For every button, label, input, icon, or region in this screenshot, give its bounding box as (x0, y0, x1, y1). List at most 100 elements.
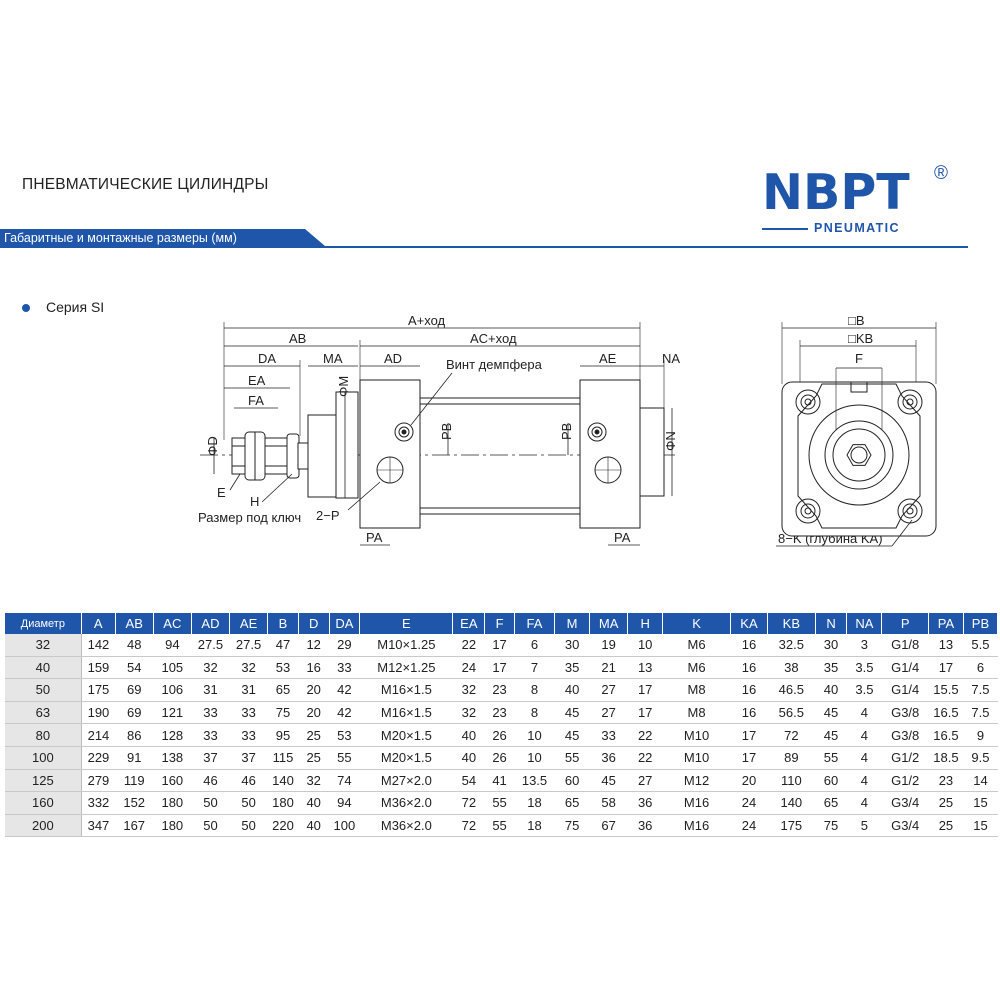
table-cell: 121 (153, 701, 192, 725)
table-cell: 86 (115, 723, 154, 747)
series-label: Серия SI (46, 299, 105, 315)
brand-subtitle: PNEUMATIC (814, 221, 900, 235)
table-cell: 17 (928, 656, 964, 680)
diameter-cell: 160 (5, 791, 82, 815)
table-cell: 17 (730, 723, 768, 747)
table-cell: 3.5 (846, 678, 882, 702)
table-cell: 10 (514, 723, 555, 747)
diameter-cell: 50 (5, 678, 82, 702)
table-cell: G1/4 (881, 678, 929, 702)
column-header: P (881, 613, 929, 634)
dim-pa-right: PA (614, 530, 631, 545)
section-banner (0, 229, 325, 246)
dim-e: E (217, 485, 226, 500)
table-cell: 30 (554, 634, 590, 657)
table-cell: 89 (767, 746, 816, 770)
dim-b: □B (848, 313, 865, 328)
table-cell: 20 (298, 701, 330, 725)
table-cell: 74 (329, 769, 360, 793)
table-cell: 25 (928, 814, 964, 838)
table-cell: 38 (767, 656, 816, 680)
table-cell: G3/8 (881, 723, 929, 747)
dim-na: NA (662, 351, 680, 366)
table-cell: 55 (484, 814, 515, 838)
column-header: AB (115, 613, 154, 634)
table-cell: 167 (115, 814, 154, 838)
table-cell: 159 (81, 656, 116, 680)
table-cell: 16.5 (928, 723, 964, 747)
table-cell: 29 (329, 634, 360, 657)
table-cell: 33 (191, 701, 230, 725)
table-cell: 5.5 (963, 634, 998, 657)
table-cell: 23 (484, 701, 515, 725)
table-cell: 180 (153, 814, 192, 838)
table-cell: 27 (627, 769, 663, 793)
table-cell: 42 (329, 701, 360, 725)
column-header: AC (153, 613, 192, 634)
column-header: A (81, 613, 116, 634)
table-cell: 160 (153, 769, 192, 793)
column-header: F (484, 613, 515, 634)
table-cell: M36×2.0 (359, 791, 453, 815)
table-cell: 55 (329, 746, 360, 770)
table-cell: M10 (662, 723, 731, 747)
table-cell: 72 (767, 723, 816, 747)
dim-ac: AC+ход (470, 331, 517, 346)
table-cell: 15 (963, 814, 998, 838)
dim-da: DA (258, 351, 276, 366)
table-cell: 46 (229, 769, 268, 793)
dim-a: A+ход (408, 313, 446, 328)
table-cell: 32 (452, 701, 485, 725)
table-cell: M16×1.5 (359, 701, 453, 725)
table-cell: 6 (963, 656, 998, 680)
table-cell: 138 (153, 746, 192, 770)
column-header: M (554, 613, 591, 634)
table-cell: M10×1.25 (359, 634, 453, 657)
bullet-icon (22, 304, 30, 312)
table-cell: 46 (191, 769, 230, 793)
cylinder-end-view (776, 322, 937, 547)
table-cell: 15 (963, 791, 998, 815)
table-cell: 180 (267, 791, 299, 815)
column-header: N (815, 613, 848, 634)
column-header: PB (963, 613, 999, 634)
table-cell: M16 (662, 791, 731, 815)
table-cell: 60 (554, 769, 590, 793)
table-cell: M12×1.25 (359, 656, 453, 680)
table-cell: 4 (846, 723, 882, 747)
table-cell: 58 (589, 791, 628, 815)
dim-kb: □KB (848, 331, 873, 346)
table-cell: 33 (191, 723, 230, 747)
damper-screw-label: Винт демпфера (446, 357, 543, 372)
table-cell: 115 (267, 746, 299, 770)
table-cell: 47 (267, 634, 299, 657)
column-header: D (298, 613, 330, 634)
table-cell: 4 (846, 791, 882, 815)
table-cell: M20×1.5 (359, 723, 453, 747)
wrench-size-label: Размер под ключ (198, 510, 301, 525)
table-cell: M8 (662, 701, 731, 725)
page-title: ПНЕВМАТИЧЕСКИЕ ЦИЛИНДРЫ (22, 176, 269, 193)
table-cell: 10 (627, 634, 663, 657)
table-cell: 279 (81, 769, 116, 793)
table-cell: 13 (627, 656, 663, 680)
table-cell: 50 (229, 814, 268, 838)
table-cell: 33 (229, 701, 268, 725)
table-cell: 128 (153, 723, 192, 747)
table-cell: 142 (81, 634, 116, 657)
table-cell: 72 (452, 791, 485, 815)
table-cell: 55 (815, 746, 847, 770)
table-cell: 7 (514, 656, 555, 680)
table-cell: 27 (589, 701, 628, 725)
column-header: MA (589, 613, 629, 634)
table-cell: 17 (484, 656, 515, 680)
dim-f: F (855, 351, 863, 366)
column-header: KB (767, 613, 816, 634)
column-header: H (627, 613, 664, 634)
table-cell: 13.5 (514, 769, 555, 793)
table-cell: 40 (298, 814, 330, 838)
drawing-labels: A+ход AB AC+ход DA MA AD AE NA EA FA Вин… (198, 313, 883, 546)
